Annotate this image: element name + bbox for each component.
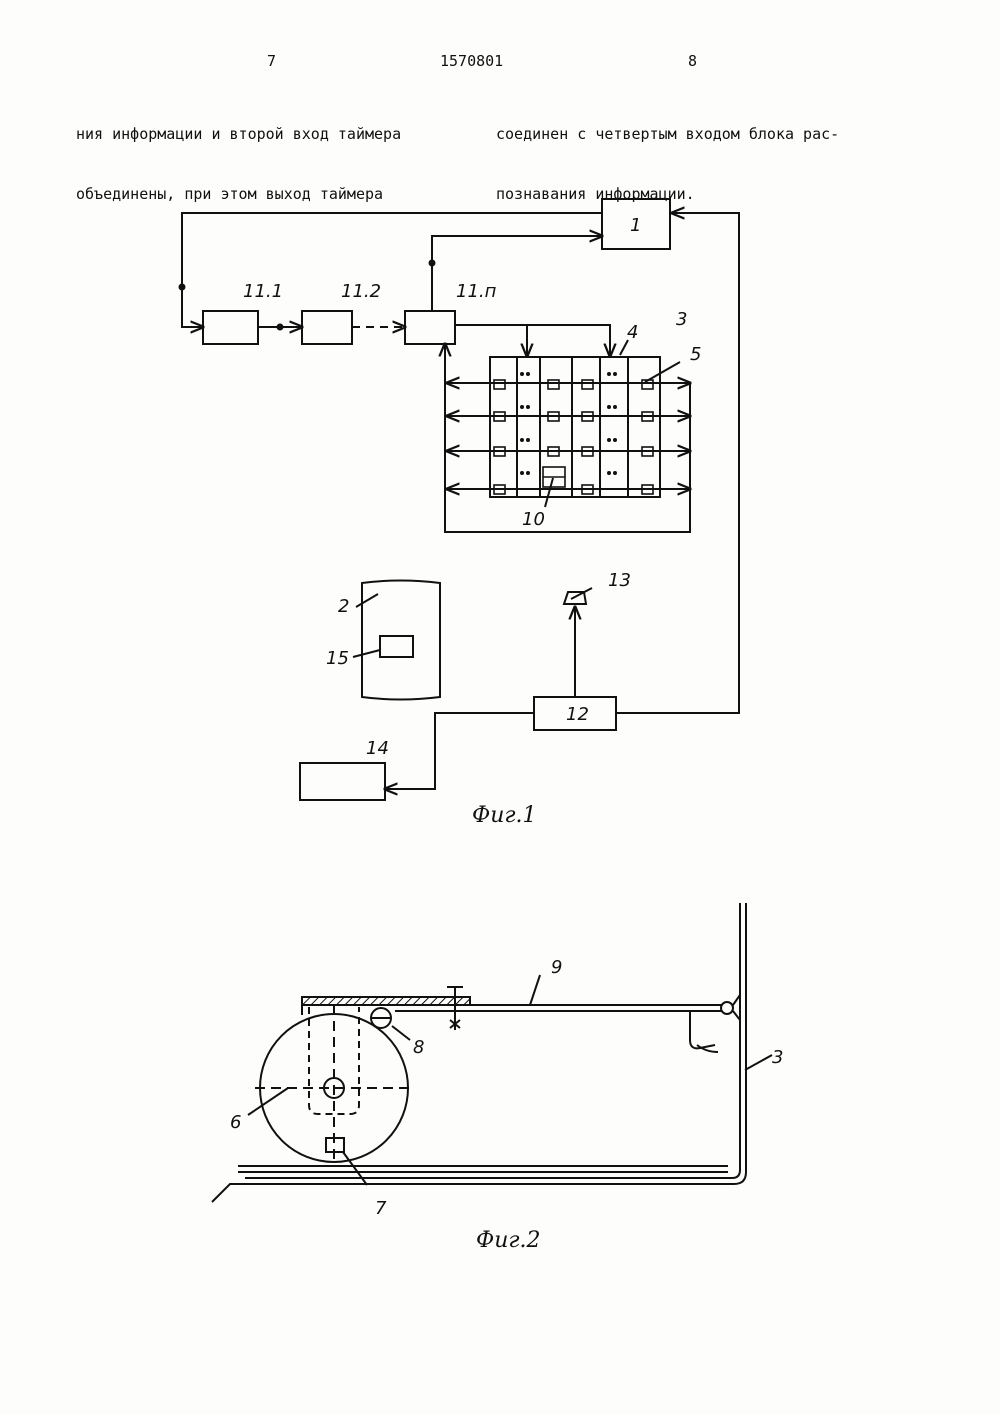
block-11-1 — [203, 311, 258, 344]
block-11-n — [405, 311, 455, 344]
label-11-n: 11.п — [456, 281, 497, 302]
label-11-1: 11.1 — [243, 281, 283, 302]
figure-1-caption: Фиг.1 — [472, 803, 537, 828]
label-2: 2 — [338, 596, 349, 617]
block-11-2 — [302, 311, 352, 344]
label-11-2: 11.2 — [341, 281, 381, 302]
label-4: 4 — [627, 322, 638, 343]
label-12: 12 — [566, 704, 589, 725]
label-14: 14 — [366, 738, 389, 759]
label-15: 15 — [326, 648, 349, 669]
label-13: 13 — [608, 570, 631, 591]
label-10: 10 — [522, 509, 545, 530]
chip-15 — [380, 636, 413, 657]
block-14 — [300, 763, 385, 800]
label-5: 5 — [690, 344, 701, 365]
label-3: 3 — [676, 309, 687, 330]
display-panel-3 — [490, 357, 660, 497]
label-1: 1 — [630, 215, 641, 236]
card-2 — [362, 581, 440, 700]
